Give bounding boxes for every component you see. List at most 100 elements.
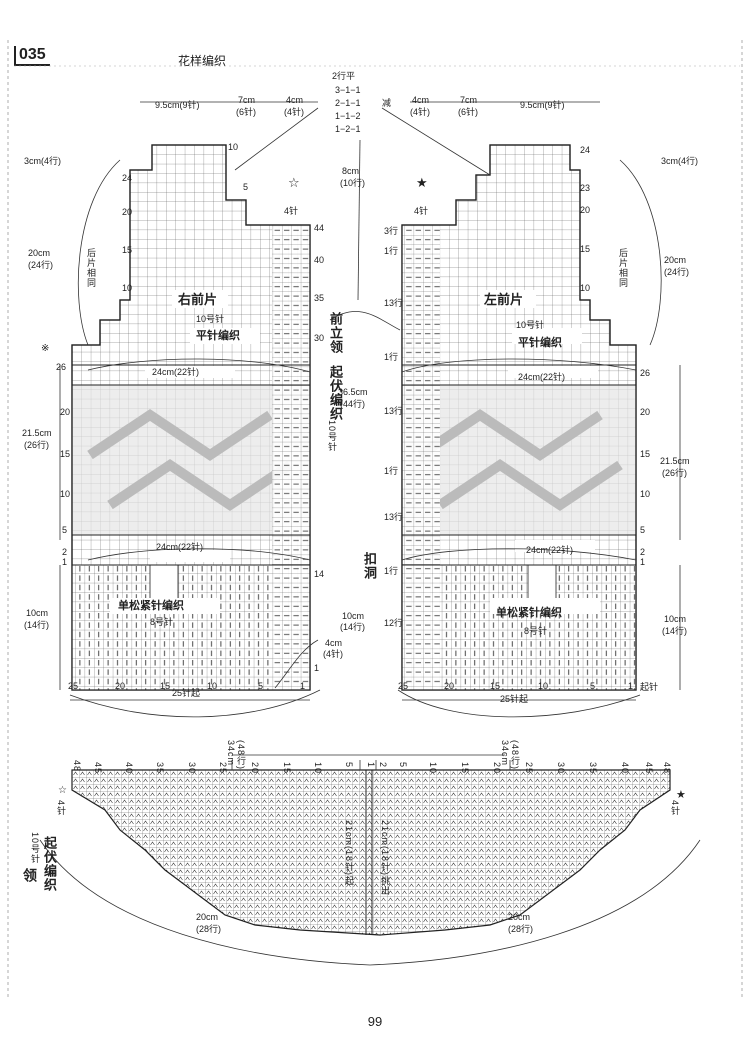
collar-col-7: 15: [282, 762, 292, 775]
page-number: 99: [367, 1014, 383, 1029]
front-band-title: 前立领: [328, 312, 343, 354]
collar-col-0: 48: [72, 760, 82, 773]
collar-col-9: 5: [344, 762, 354, 769]
collar-right-height: 34cm: [500, 740, 510, 767]
lf-rowlabel-4: 13行: [384, 406, 404, 416]
lf-rowlabel-2: 13行: [384, 298, 404, 308]
rf-row-l-26: 26: [56, 362, 67, 372]
rf-row-l-5b: 5: [62, 525, 68, 535]
lf-row-24: 24: [580, 145, 591, 155]
lf-armhole-rows: (24行): [664, 267, 690, 277]
rf-row-l-20: 20: [122, 207, 133, 217]
collar-right-height-rows: (48行): [510, 740, 520, 771]
rf-armhole-rows: (24行): [28, 260, 54, 270]
rf-width-1-st: (6针): [236, 107, 256, 117]
lf-cast-on-mark: 起针: [640, 682, 659, 692]
shaping-row-0: 2行平: [332, 71, 356, 81]
lf-stitch-top: 平针编织: [518, 337, 562, 349]
lf-width-0: 4cm: [412, 95, 430, 105]
lf-row-10: 10: [580, 283, 591, 293]
rf-width-0: 9.5cm(9针): [155, 100, 200, 110]
lf-row-26: 26: [640, 368, 651, 378]
collar-hollow-star-icon: ☆: [58, 785, 67, 796]
lf-side: 21.5cm: [660, 456, 690, 466]
lf-side-rows: (26行): [662, 468, 688, 478]
collar-left-height: 34cm: [226, 740, 236, 767]
buttonhole: 扣洞: [362, 552, 377, 580]
rf-width-2: 4cm: [286, 95, 304, 105]
rf-star-st: 4针: [284, 206, 299, 216]
shaping-row-2: 2−1−1: [335, 98, 361, 108]
lf-row-5b: 5: [640, 525, 646, 535]
shaping-row-3: 1−1−2: [335, 111, 361, 121]
lf-chest-width: 24cm(22针): [518, 372, 566, 382]
lf-band-stitch: 单松紧针编织: [496, 607, 562, 619]
front-band-needle: 10号针: [327, 420, 337, 453]
rf-cast-on: 25针起: [172, 688, 201, 698]
collar-col-2: 40: [124, 762, 134, 775]
collar-title: 领: [22, 868, 38, 883]
rf-row-r-1: 1: [314, 663, 320, 673]
rf-band-needle: 8号针: [150, 617, 174, 627]
rf-row-r-14: 14: [314, 569, 325, 579]
lf-row-2: 2: [640, 547, 646, 557]
lf-band-needle: 8号针: [524, 626, 548, 636]
collar-chart: [39, 754, 701, 966]
rf-row-r-30: 30: [314, 333, 325, 343]
front-band-length-rows: (14行): [340, 622, 366, 632]
lf-row-20: 20: [580, 205, 591, 215]
rf-armhole: 20cm: [28, 248, 51, 258]
lf-shoulder: 3cm(4行): [661, 156, 699, 166]
collar-col-16: 25: [524, 762, 534, 775]
rf-col-1: 1: [300, 681, 306, 691]
lf-col-25: 25: [398, 681, 409, 691]
rf-name: 右前片: [178, 292, 218, 307]
collar-col-3: 35: [155, 762, 165, 775]
collar-col-1: 45: [93, 762, 103, 775]
collar-col-13: 10: [428, 762, 438, 775]
lf-row-15: 15: [580, 244, 591, 254]
collar-left-height-rows: (48行): [236, 740, 246, 771]
rf-col-15: 15: [160, 681, 171, 691]
front-band-length: 10cm: [342, 611, 365, 621]
rf-row-l-24: 24: [122, 173, 133, 183]
lf-width-1-st: (6针): [458, 107, 478, 117]
collar-col-21: 48: [662, 762, 672, 775]
rf-waist-width: 24cm(22针): [156, 542, 204, 552]
shaping-row-1: 3−1−1: [335, 85, 361, 95]
total-length-rows: (44行): [340, 399, 366, 409]
collar-stitch: 起伏编织: [42, 836, 57, 892]
lf-needle-top: 10号针: [516, 320, 545, 330]
collar-col-14: 15: [460, 762, 470, 775]
lf-col-15: 15: [490, 681, 501, 691]
lf-rowlabel-7: 1行: [384, 566, 399, 576]
rf-col-10: 10: [207, 681, 218, 691]
collar-star-st-right: 4针: [670, 800, 680, 817]
rf-side: 21.5cm: [22, 428, 52, 438]
lf-armhole: 20cm: [664, 255, 687, 265]
lf-hem-rows: (14行): [662, 626, 688, 636]
lf-rowlabel-0: 3行: [384, 226, 399, 236]
rf-band-width-st: (4针): [323, 649, 343, 659]
rf-row-l-20b: 20: [60, 407, 71, 417]
rf-row-l-10b: 10: [60, 489, 71, 499]
lf-row-10b: 10: [640, 489, 651, 499]
lf-row-20b: 20: [640, 407, 651, 417]
lf-col-10: 10: [538, 681, 549, 691]
pattern-title: 花样编织: [178, 54, 227, 68]
rf-row-r-5: 5: [243, 182, 249, 192]
lf-rowlabel-6: 13行: [384, 512, 404, 522]
lf-col-1: 1: [628, 681, 634, 691]
rf-row-r-10: 10: [228, 142, 239, 152]
rf-row-r-44: 44: [314, 223, 325, 233]
hollow-star-icon: ☆: [288, 175, 300, 190]
collar-col-15: 20: [492, 762, 502, 775]
collar-needle: 10号针: [30, 832, 40, 865]
collar-filled-star-icon: ★: [676, 789, 686, 801]
decrease-label: 减: [382, 98, 392, 108]
rf-col-20: 20: [115, 681, 126, 691]
lf-row-15b: 15: [640, 449, 651, 459]
rf-band-stitch: 单松紧针编织: [118, 600, 184, 612]
rf-row-l-15b: 15: [60, 449, 71, 459]
